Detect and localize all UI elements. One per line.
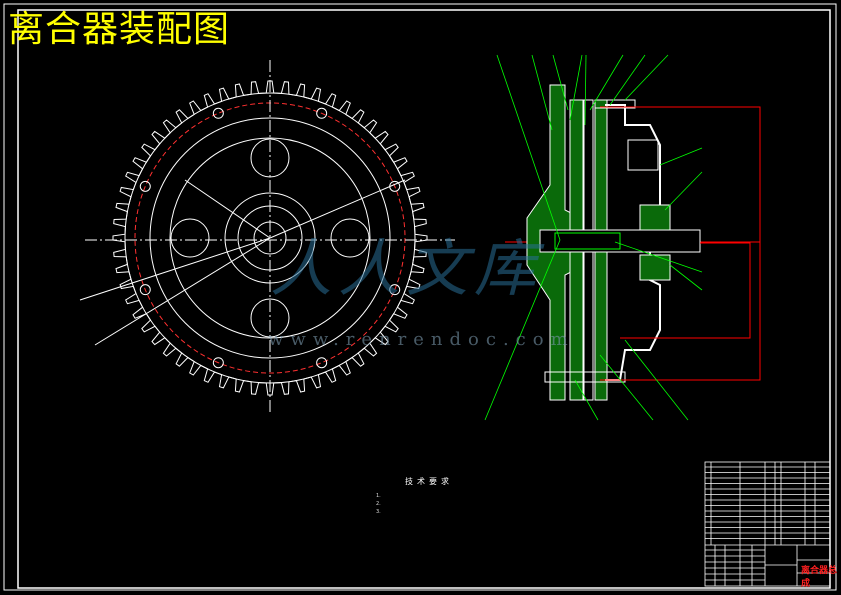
large-hole — [250, 298, 290, 338]
watermark-brand: 人人文库 — [270, 232, 543, 305]
bolt-hole — [212, 107, 224, 119]
large-hole — [170, 218, 210, 258]
leader-line — [609, 54, 646, 106]
large-hole — [330, 218, 370, 258]
flywheel-circle — [149, 117, 391, 359]
spring — [627, 139, 659, 171]
gear-front-view — [79, 60, 455, 415]
bolt-holes — [139, 107, 401, 369]
bolt — [594, 99, 636, 109]
bolt-hole — [316, 107, 328, 119]
leader-line — [184, 179, 271, 239]
title-block-frame — [704, 461, 831, 587]
requirement-line: 2. — [376, 501, 381, 507]
requirement-line: 3. — [376, 509, 381, 515]
leader-line — [94, 237, 271, 346]
leader-line — [624, 54, 669, 101]
title-block — [704, 461, 831, 587]
leader-line — [552, 54, 569, 111]
leader-line — [589, 54, 624, 111]
leader-line — [569, 54, 583, 121]
leader-line — [599, 354, 654, 421]
bolt-hole — [139, 284, 151, 296]
clutch-section-view — [484, 54, 761, 421]
leader-line — [531, 54, 553, 131]
bolt-hole — [139, 180, 151, 192]
leader-line — [584, 54, 587, 126]
bolt — [544, 371, 626, 383]
leader-line — [79, 237, 271, 301]
leader-line — [269, 179, 406, 239]
leader-line — [659, 147, 703, 166]
watermark-url: www.renrendoc.com — [268, 329, 575, 350]
outer-border — [3, 3, 837, 591]
leader-line — [669, 264, 703, 291]
leader-line — [484, 239, 561, 421]
release-bearing — [639, 254, 671, 281]
drawing-title: 离合器装配图 — [8, 9, 231, 50]
dimension-lines — [600, 106, 761, 381]
part-leaders — [484, 54, 703, 421]
title-block-name: 离合器总成 — [801, 566, 838, 589]
technical-requirements-list: 1. 2. 3. — [376, 492, 381, 516]
leader-line — [614, 241, 703, 273]
leader-line — [624, 339, 689, 421]
leader-line — [496, 54, 561, 241]
bolt-hole — [316, 357, 328, 369]
leader-line — [574, 379, 599, 421]
shaft-spline — [554, 232, 621, 250]
bolt-hole — [212, 357, 224, 369]
inner-border — [17, 9, 831, 589]
release-bearing — [639, 204, 671, 231]
flywheel-inner-circle — [169, 137, 371, 339]
leader-line — [664, 171, 703, 211]
requirement-line: 1. — [376, 493, 381, 499]
bolt-hole — [389, 284, 401, 296]
technical-requirements-heading: 技术要求 — [405, 477, 453, 486]
